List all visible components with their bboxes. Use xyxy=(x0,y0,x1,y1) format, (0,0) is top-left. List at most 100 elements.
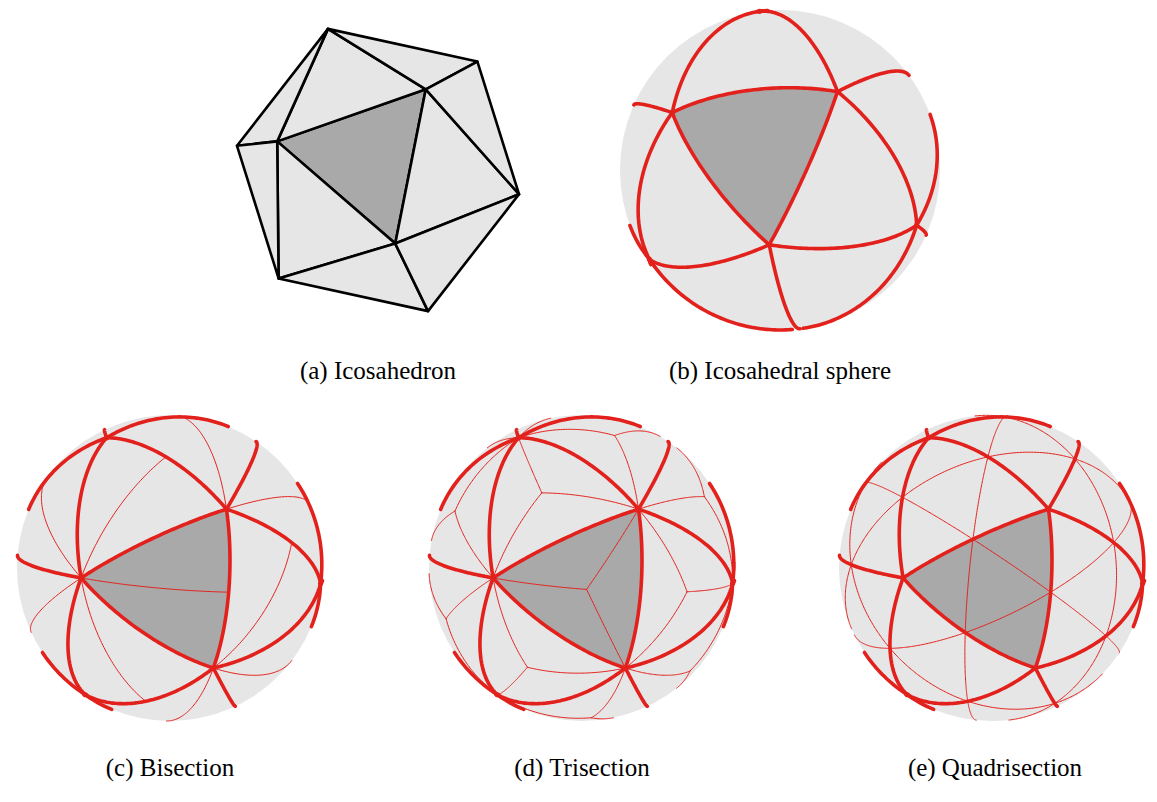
icosahedral-arc xyxy=(213,509,230,668)
trisection-arc xyxy=(527,667,625,673)
quadrisection-arc xyxy=(988,452,1075,459)
trisection-arc xyxy=(455,511,493,578)
quadrisection-arc xyxy=(1051,592,1106,636)
quadrisection-arc xyxy=(965,592,1050,632)
icosahedral-arc xyxy=(837,92,916,226)
icosahedral-arc xyxy=(630,226,649,260)
vertex-dot xyxy=(835,89,840,94)
icosahedral-arc xyxy=(42,653,85,695)
bisection-arc xyxy=(182,417,226,509)
quadrisection-arc xyxy=(845,565,851,629)
bisection-arc xyxy=(213,661,291,676)
panel-caption: (b) Icosahedral sphere xyxy=(669,356,891,386)
trisection-arc xyxy=(615,431,661,437)
icosahedral-arc xyxy=(769,225,916,248)
quadrisection-arc xyxy=(988,417,1005,457)
quadrisection-arc xyxy=(1051,543,1114,593)
trisection-arc xyxy=(493,578,586,590)
icosahedral-arc xyxy=(929,438,1049,509)
icosahedral-arc xyxy=(672,113,769,245)
quadrisection-arc xyxy=(903,457,988,497)
quadrisection-arc xyxy=(890,648,968,701)
icosahedral-arc xyxy=(638,442,669,510)
icosahedral-arc xyxy=(213,668,235,706)
icosahedral-arc xyxy=(454,653,497,695)
vertex-dot xyxy=(79,575,84,580)
vertex-dot xyxy=(516,435,521,440)
sphere-disc xyxy=(620,10,940,330)
icosahedral-arc xyxy=(226,442,257,510)
icosahedron-face xyxy=(237,141,279,278)
icosahedral-arc xyxy=(917,114,938,225)
trisection-arc xyxy=(497,695,591,719)
vertex-dot xyxy=(1033,665,1038,670)
icosahedral-arc xyxy=(851,438,929,510)
icosahedral-arc xyxy=(760,11,838,92)
quadrisection-arc xyxy=(1106,636,1119,653)
icosahedral-arc xyxy=(480,578,497,695)
quadrisection-arc xyxy=(973,539,1051,592)
quadrisection-arc xyxy=(965,539,973,632)
icosahedral-arc xyxy=(907,695,933,710)
icosahedral-arc xyxy=(68,578,85,695)
quadrisection-arc xyxy=(1075,459,1130,503)
vertex-dot xyxy=(104,435,109,440)
icosahedral-arc xyxy=(649,259,792,330)
icosahedral-arc xyxy=(493,578,625,668)
vertex-dot xyxy=(318,581,323,586)
icosahedral-arc xyxy=(430,555,494,578)
bisection-arc xyxy=(81,457,166,578)
icosahedral-arc xyxy=(81,578,213,668)
icosahedral-arc xyxy=(1035,509,1052,668)
icosahedral-arc xyxy=(18,555,82,578)
icosahedral-arc xyxy=(907,668,1035,704)
quadrisection-arc xyxy=(968,701,977,720)
quadrisection-arc xyxy=(1114,503,1132,543)
quadrisection-arc xyxy=(965,633,968,702)
icosahedral-arc xyxy=(85,668,213,704)
icosahedral-arc xyxy=(840,555,904,578)
trisection-arc xyxy=(429,574,446,619)
quadrisection-arc xyxy=(851,565,890,649)
vertex-dot xyxy=(647,256,652,261)
vertex-dot xyxy=(491,575,496,580)
shaded-spherical-triangle xyxy=(81,509,230,668)
icosahedral-arc xyxy=(1035,584,1142,668)
icosahedral-arc xyxy=(497,668,625,704)
quadrisection-arc xyxy=(1055,674,1103,703)
icosahedral-arc xyxy=(29,438,107,510)
icosahedral-arc xyxy=(769,92,837,245)
icosahedral-arc xyxy=(649,245,769,267)
icosahedral-arc xyxy=(625,668,647,706)
vertex-dot xyxy=(730,581,735,586)
icosahedral-arc xyxy=(638,509,732,583)
icosahedral-arc xyxy=(1133,584,1142,627)
icosahedral-arc xyxy=(85,695,111,710)
icosahedral-arc xyxy=(625,584,732,668)
icosahedral-arc xyxy=(899,438,928,578)
icosahedral-arc xyxy=(672,11,759,112)
vertex-dot xyxy=(636,507,641,512)
trisection-arc xyxy=(519,438,542,493)
icosahedral-arc xyxy=(107,417,229,438)
icosahedron-face xyxy=(237,29,328,146)
vertex-dot xyxy=(914,223,919,228)
trisection-arc xyxy=(638,497,704,510)
bisection-arc xyxy=(41,482,81,578)
quadrisection-arc xyxy=(890,633,965,649)
vertex-dot xyxy=(767,242,772,247)
quadrisection-arc xyxy=(903,497,973,539)
icosahedral-arc xyxy=(864,653,907,695)
quadrisection-arc xyxy=(1055,636,1106,703)
icosahedral-arc xyxy=(710,483,734,583)
shaded-spherical-triangle xyxy=(672,88,837,245)
vertex-dot xyxy=(623,665,628,670)
vertex-dot xyxy=(757,9,762,14)
vertex-dot xyxy=(926,435,931,440)
icosahedral-arc xyxy=(672,88,837,113)
vertex-dot xyxy=(224,507,229,512)
trisection-arc xyxy=(493,578,527,667)
icosahedral-arc xyxy=(226,509,320,583)
icosahedral-arc xyxy=(634,104,672,113)
vertex-dot xyxy=(901,575,906,580)
